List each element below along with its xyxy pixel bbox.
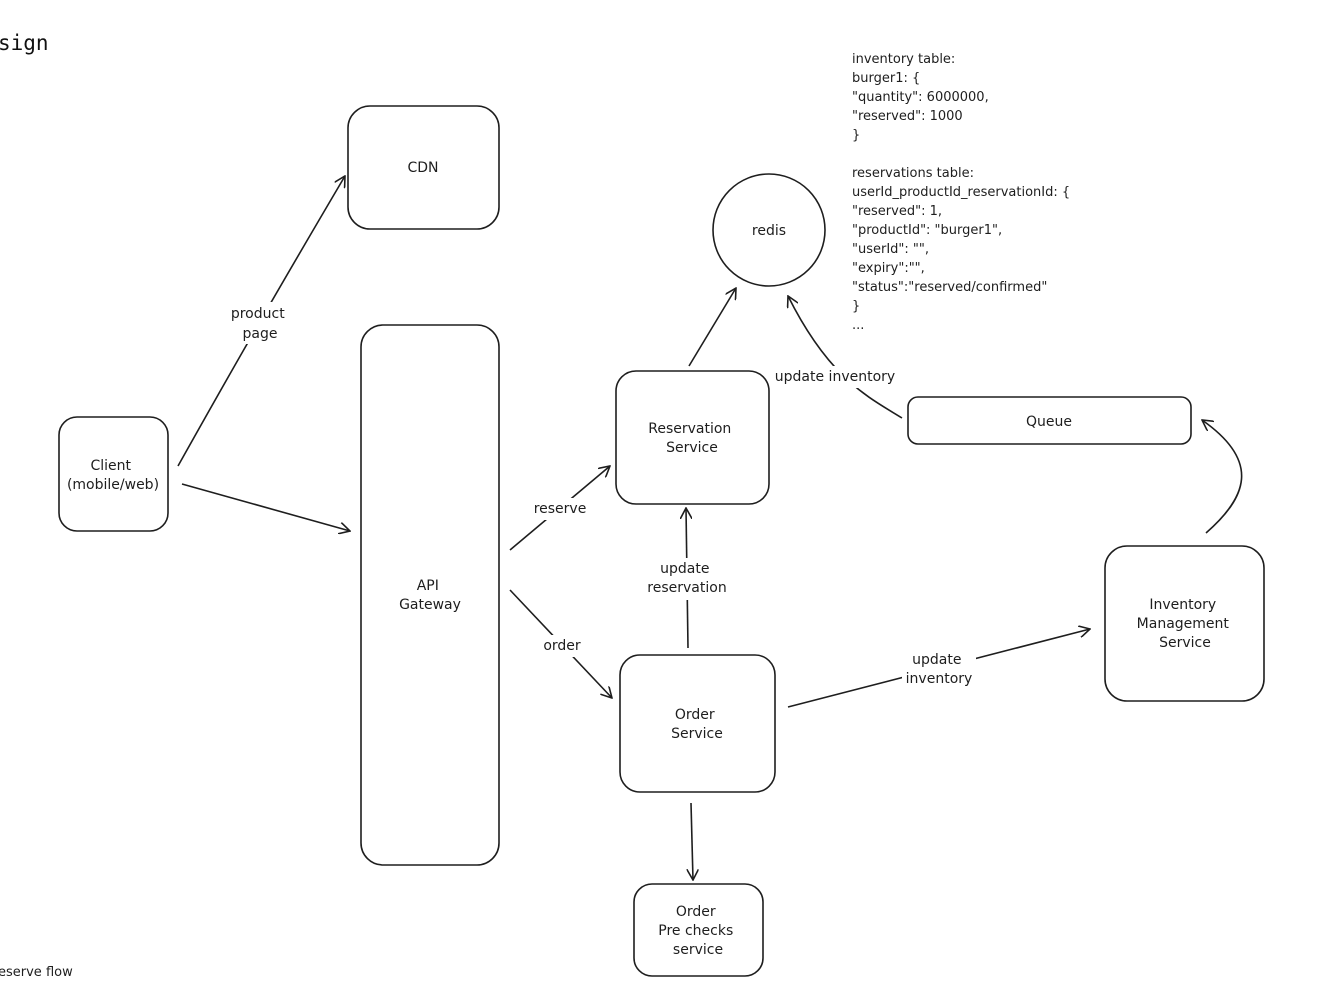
node-label: redis [752, 223, 786, 239]
node-client: Client (mobile/web) [58, 416, 169, 532]
label-line: Order [675, 707, 715, 723]
label-line: API [417, 578, 439, 594]
node-label: Inventory Management Service [1137, 597, 1234, 651]
label-line: Queue [1026, 414, 1072, 430]
label-line: Client [91, 458, 132, 474]
label-line: Gateway [399, 597, 461, 613]
node-label: API Gateway [399, 578, 461, 613]
note-line: reservations table: [852, 166, 974, 181]
note-line: ... [852, 318, 864, 333]
label-line: update inventory [775, 369, 895, 385]
edge-label-reserve: reserve [534, 501, 587, 517]
note-line: } [852, 128, 860, 143]
note-line: "quantity": 6000000, [852, 90, 989, 105]
label-line: page [243, 326, 278, 342]
note-line: userId_productId_reservationId: { [852, 185, 1070, 200]
label-line: reserve [534, 501, 587, 517]
label-line: CDN [407, 160, 438, 176]
edge-client-to-cdn [177, 176, 345, 467]
node-reservation-service: Reservation Service [615, 370, 770, 505]
label-line: update [912, 652, 961, 668]
node-label: Order Pre checks service [658, 904, 737, 958]
note-line: "userId": "", [852, 242, 929, 257]
note-line: } [852, 299, 860, 314]
note-line: "reserved": 1000 [852, 109, 963, 124]
edge-label-product-page: product page [231, 306, 289, 342]
edge-queue-to-redis [788, 296, 903, 419]
node-inventory-management-service: Inventory Management Service [1104, 545, 1265, 702]
edge-label-update-inventory-order: update inventory [906, 652, 973, 687]
node-redis: redis [712, 173, 826, 287]
label-line: Service [671, 726, 723, 742]
edge-client-to-gateway [181, 483, 350, 531]
label-line: Inventory [1149, 597, 1216, 613]
edge-label-order: order [543, 638, 581, 654]
label-line: (mobile/web) [67, 477, 159, 493]
label-line: update [660, 561, 709, 577]
label-line: Pre checks [658, 923, 733, 939]
label-line: Reservation [648, 421, 731, 437]
label-line: Order [676, 904, 716, 920]
label-line: Management [1137, 616, 1230, 632]
node-order-prechecks-service: Order Pre checks service [633, 883, 764, 977]
node-queue: Queue [907, 396, 1192, 445]
note-line: "productId": "burger1", [852, 223, 1002, 238]
label-line: redis [752, 223, 786, 239]
node-label: CDN [407, 160, 438, 176]
note-line: inventory table: [852, 52, 955, 67]
label-line: inventory [906, 671, 973, 687]
page-title: sign [0, 31, 49, 55]
label-line: order [543, 638, 581, 654]
node-label: Client (mobile/web) [67, 458, 159, 493]
note-line: "status":"reserved/confirmed" [852, 280, 1047, 295]
node-label: Order Service [671, 707, 723, 742]
edge-reservation-to-redis [688, 288, 736, 367]
edge-order-to-prechecks [691, 802, 693, 880]
note-line: "expiry":"", [852, 261, 925, 276]
label-line: Service [666, 440, 718, 456]
footer-note: eserve flow [0, 965, 73, 980]
label-line: service [673, 942, 723, 958]
node-order-service: Order Service [619, 654, 776, 793]
edge-label-update-reservation: update reservation [647, 561, 726, 596]
node-label: Reservation Service [648, 421, 736, 456]
note-line: "reserved": 1, [852, 204, 942, 219]
node-cdn: CDN [347, 105, 500, 230]
label-line: product [231, 306, 285, 322]
node-label: Queue [1026, 414, 1072, 430]
edge-labels: product page reserve order update reserv… [228, 302, 976, 690]
label-line: reservation [647, 580, 726, 596]
edge-inventory-to-queue [1202, 420, 1243, 534]
edge-label-update-inventory-queue: update inventory [775, 369, 895, 385]
note-line: burger1: { [852, 71, 920, 86]
note-line: eserve flow [0, 965, 73, 980]
label-line: Service [1159, 635, 1211, 651]
node-api-gateway: API Gateway [360, 324, 500, 866]
inventory-schema-note: inventory table: burger1: { "quantity": … [852, 52, 1074, 333]
